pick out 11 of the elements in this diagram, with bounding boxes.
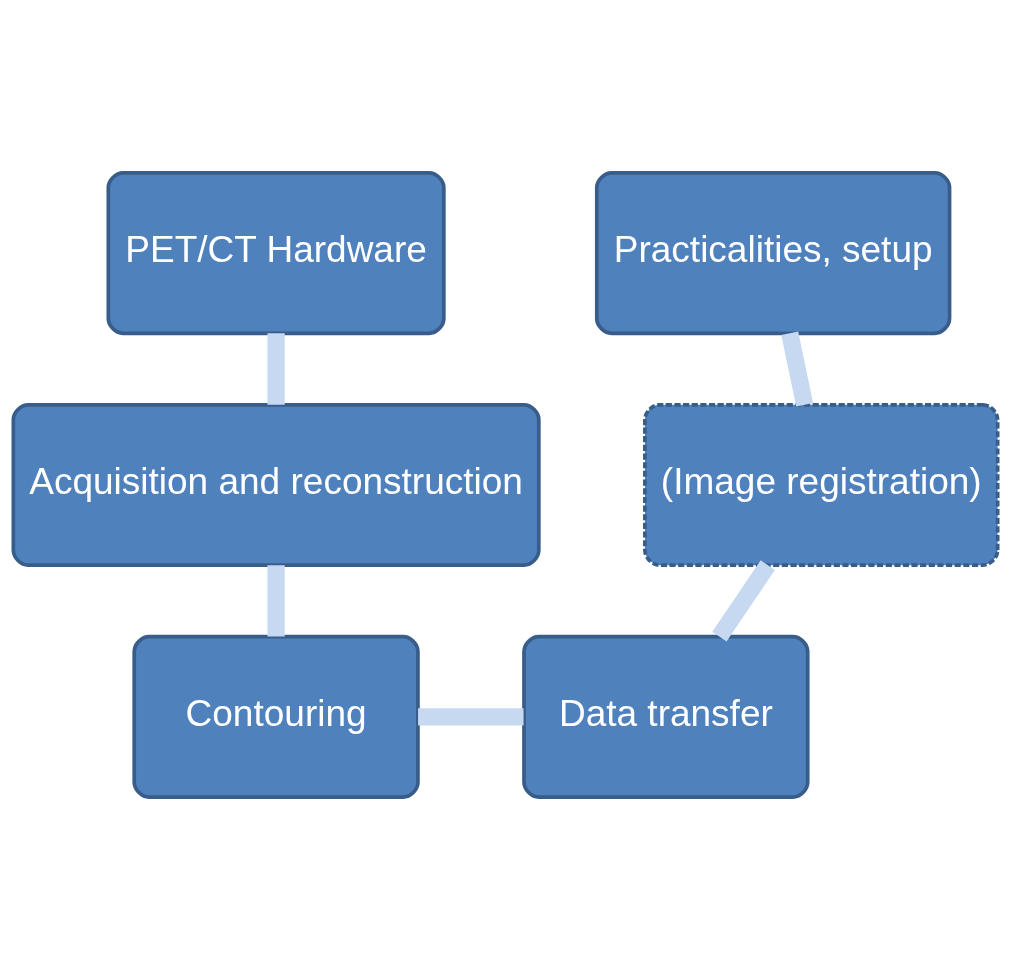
node-box: Acquisition and reconstruction bbox=[11, 402, 541, 568]
connector bbox=[781, 331, 814, 407]
node-box: PET/CT Hardware bbox=[106, 171, 446, 336]
node-box: (Image registration) bbox=[643, 402, 1000, 568]
connector bbox=[712, 560, 775, 642]
connector bbox=[267, 333, 285, 405]
node-box: Contouring bbox=[132, 634, 420, 799]
node-box: Data transfer bbox=[522, 634, 810, 799]
node-box: Practicalities, setup bbox=[594, 171, 952, 336]
connector bbox=[267, 565, 285, 637]
connector bbox=[418, 708, 524, 726]
